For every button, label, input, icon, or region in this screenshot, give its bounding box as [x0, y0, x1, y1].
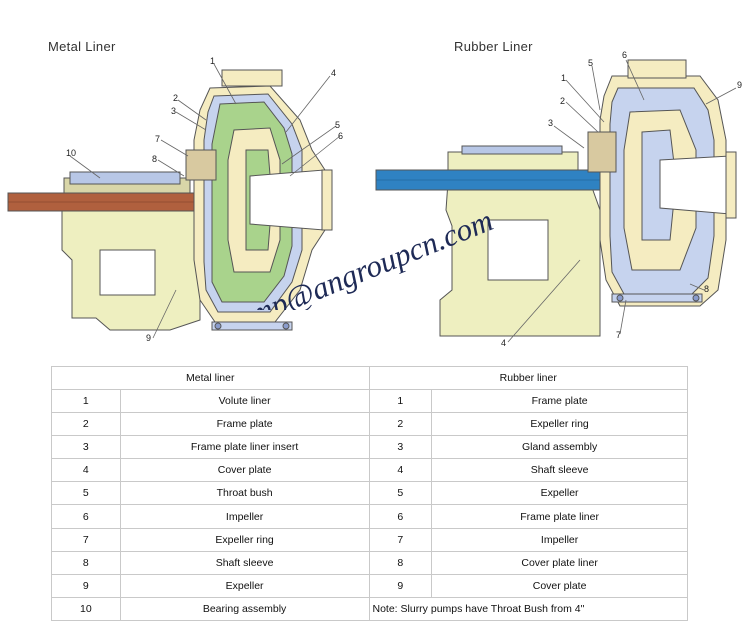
metal-part-number: 9: [51, 573, 121, 598]
rubber-part-name: Impeller: [431, 527, 688, 552]
callout-right-2: 2: [560, 96, 565, 106]
table-row: 4 Cover plate 4 Shaft sleeve: [51, 458, 688, 483]
rubber-part-name: Cover plate: [431, 573, 688, 598]
table-row: 3 Frame plate liner insert 3 Gland assem…: [51, 435, 688, 460]
metal-liner-pump-drawing: 1 2 3 4 5 6 7 8 9 10: [7, 56, 343, 343]
pump-drawings: 1 2 3 4 5 6 7 8 9 10: [7, 50, 742, 348]
callout-left-2: 2: [173, 93, 178, 103]
callout-right-9: 9: [737, 80, 742, 90]
callout-right-4: 4: [501, 338, 506, 348]
rubber-liner-title: Rubber Liner: [454, 39, 533, 54]
rubber-part-name: Frame plate: [431, 388, 688, 414]
callout-left-6: 6: [338, 131, 343, 141]
table-row: 2 Frame plate 2 Expeller ring: [51, 412, 688, 437]
callout-right-8: 8: [704, 284, 709, 294]
metal-part-number: 5: [51, 481, 121, 506]
metal-part-number: 2: [51, 412, 121, 437]
metal-part-name: Bearing assembly: [119, 596, 370, 621]
table-row: 10 Bearing assembly Note: Slurry pumps h…: [51, 596, 688, 621]
metal-part-number: 3: [51, 435, 121, 460]
rubber-part-name: Gland assembly: [431, 435, 688, 460]
callout-left-10: 10: [66, 148, 76, 158]
parts-table: Metal liner Rubber liner 1 Volute liner …: [51, 366, 688, 621]
table-row: 8 Shaft sleeve 8 Cover plate liner: [51, 550, 688, 575]
metal-part-number: 1: [51, 388, 121, 414]
callout-left-8: 8: [152, 154, 157, 164]
metal-part-name: Frame plate liner insert: [119, 435, 370, 460]
callout-left-1: 1: [210, 56, 215, 66]
pump-diagram: Metal Liner Rubber Liner: [7, 39, 742, 348]
metal-part-number: 8: [51, 550, 121, 575]
rubber-liner-header: Rubber liner: [368, 366, 688, 390]
rubber-part-number: 1: [368, 388, 433, 414]
callout-left-7: 7: [155, 134, 160, 144]
metal-part-name: Expeller: [119, 573, 370, 598]
metal-part-number: 4: [51, 458, 121, 483]
callout-right-6: 6: [622, 50, 627, 60]
metal-part-name: Volute liner: [119, 388, 370, 414]
rubber-part-number: 3: [368, 435, 433, 460]
metal-part-name: Shaft sleeve: [119, 550, 370, 575]
metal-part-number: 6: [51, 504, 121, 529]
metal-liner-title: Metal Liner: [48, 39, 116, 54]
rubber-part-name: Expeller ring: [431, 412, 688, 437]
metal-part-number: 7: [51, 527, 121, 552]
callout-left-9: 9: [146, 333, 151, 343]
callout-left-3: 3: [171, 106, 176, 116]
metal-part-name: Throat bush: [119, 481, 370, 506]
table-row: 7 Expeller ring 7 Impeller: [51, 527, 688, 552]
rubber-part-number: 9: [368, 573, 433, 598]
table-row: 9 Expeller 9 Cover plate: [51, 573, 688, 598]
rubber-part-name: Shaft sleeve: [431, 458, 688, 483]
table-row: 6 Impeller 6 Frame plate liner: [51, 504, 688, 529]
callout-right-5: 5: [588, 58, 593, 68]
callout-right-3: 3: [548, 118, 553, 128]
table-row: 1 Volute liner 1 Frame plate: [51, 388, 688, 414]
callout-left-4: 4: [331, 68, 336, 78]
rubber-part-number: 5: [368, 481, 433, 506]
table-row: 5 Throat bush 5 Expeller: [51, 481, 688, 506]
rubber-part-number: 4: [368, 458, 433, 483]
rubber-part-number: 6: [368, 504, 433, 529]
metal-part-name: Impeller: [119, 504, 370, 529]
throat-bush-note: Note: Slurry pumps have Throat Bush from…: [368, 596, 688, 621]
rubber-part-name: Frame plate liner: [431, 504, 688, 529]
metal-part-number: 10: [51, 596, 121, 621]
metal-liner-header: Metal liner: [51, 366, 370, 390]
rubber-part-number: 2: [368, 412, 433, 437]
table-header-row: Metal liner Rubber liner: [51, 366, 688, 390]
metal-part-name: Frame plate: [119, 412, 370, 437]
callout-right-7: 7: [616, 330, 621, 340]
rubber-part-name: Expeller: [431, 481, 688, 506]
rubber-part-number: 8: [368, 550, 433, 575]
callout-left-5: 5: [335, 120, 340, 130]
rubber-part-name: Cover plate liner: [431, 550, 688, 575]
rubber-liner-pump-drawing: 1 2 3 4 5 6 7 8 9: [375, 50, 742, 348]
rubber-part-number: 7: [368, 527, 433, 552]
metal-part-name: Cover plate: [119, 458, 370, 483]
callout-right-1: 1: [561, 73, 566, 83]
metal-part-name: Expeller ring: [119, 527, 370, 552]
